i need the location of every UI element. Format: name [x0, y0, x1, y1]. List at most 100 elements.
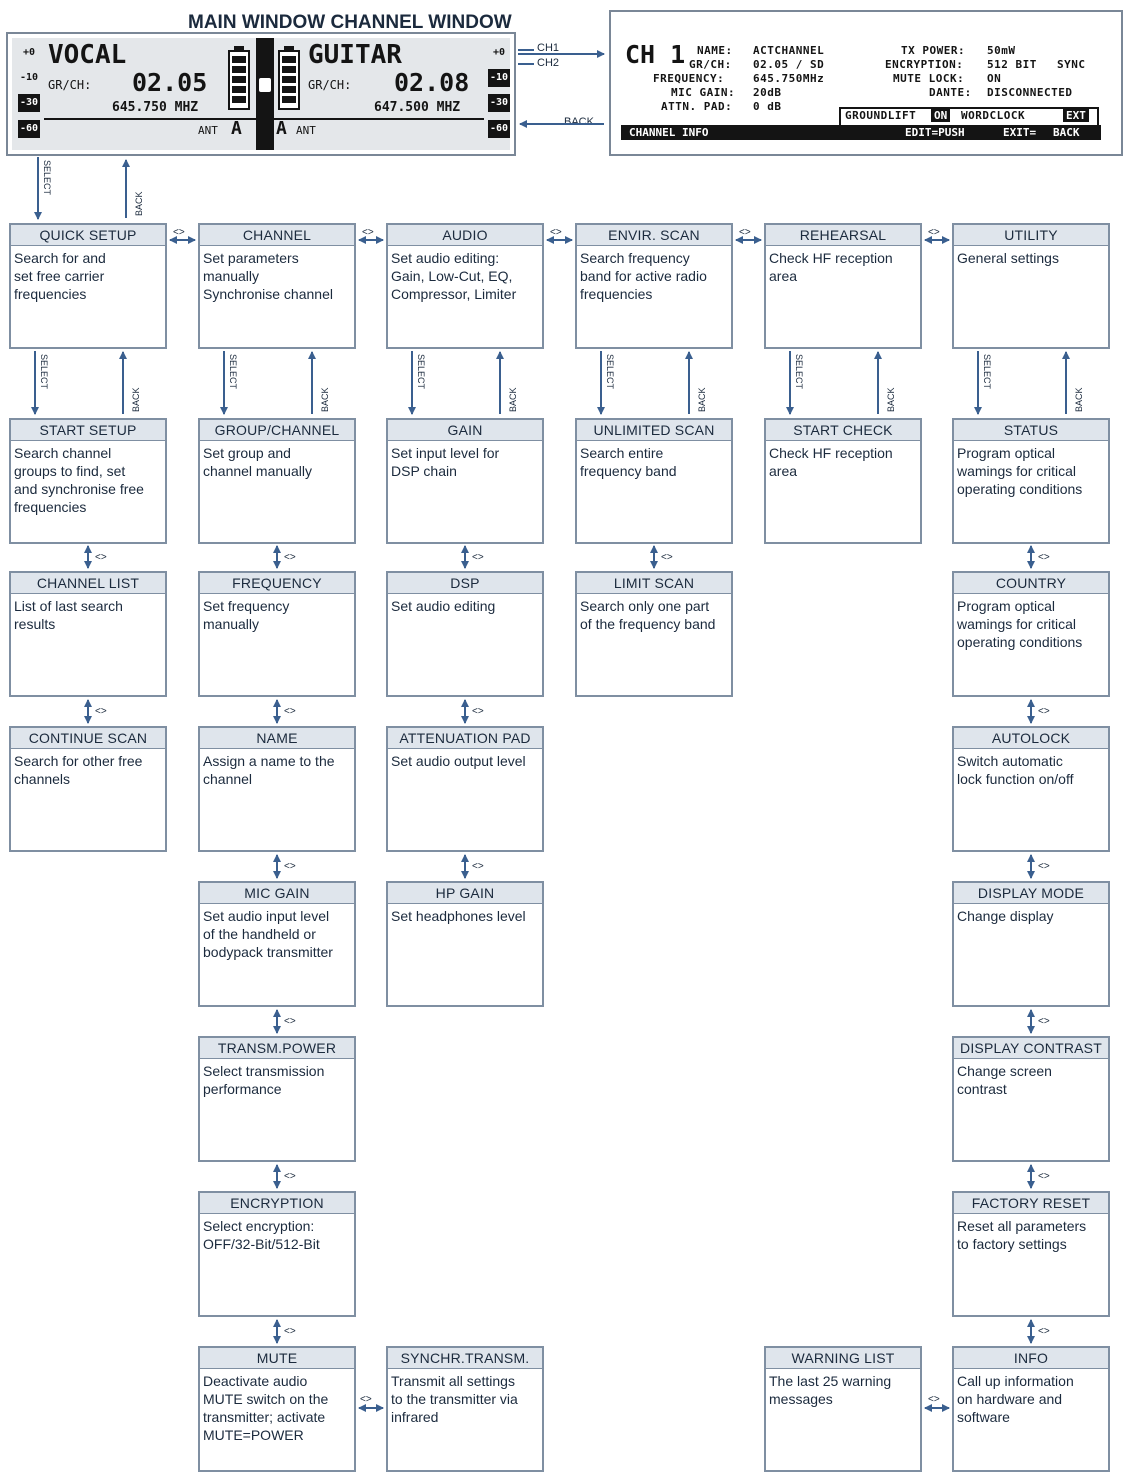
back-label: BACK — [320, 387, 330, 412]
right-scale-0: +0 — [488, 44, 510, 62]
channel-lcd-frequency-label: FREQUENCY: — [653, 72, 725, 85]
menu-box-description: Select encryption: OFF/32-Bit/512-Bit — [203, 1218, 320, 1252]
channel-lcd-footer — [621, 125, 1101, 140]
menu-box-title: ENCRYPTION — [200, 1193, 354, 1214]
menu-box-title: INFO — [954, 1348, 1108, 1369]
menu-box-title: START SETUP — [11, 420, 165, 441]
nav-mark: <> — [362, 227, 374, 238]
channel-lcd-frequency-value: 645.750MHz — [753, 72, 825, 85]
channel-lcd-encryption-label: ENCRYPTION: — [885, 58, 964, 71]
back-label: BACK — [697, 387, 707, 412]
menu-box-title: MIC GAIN — [200, 883, 354, 904]
menu-box-title: UTILITY — [954, 225, 1108, 246]
center-divider — [256, 38, 274, 150]
menu-box-channel-list: CHANNEL LIST List of last search results — [9, 571, 167, 697]
channel-lcd-groundlift: GROUNDLIFT — [845, 109, 917, 122]
channel-lcd-micgain-value: 20dB — [753, 86, 782, 99]
nav-mark: <> — [284, 706, 296, 717]
nav-mark: <> — [284, 861, 296, 872]
menu-box-description: Search only one part of the frequency ba… — [580, 598, 716, 632]
channel-lcd-mutelock-value: ON — [987, 72, 1002, 85]
right-scale-10: -10 — [488, 69, 510, 87]
right-ant-value: A — [276, 118, 287, 139]
right-underline — [274, 118, 484, 120]
right-grch-label: GR/CH: — [308, 78, 352, 92]
menu-box-encryption: ENCRYPTION Select encryption: OFF/32-Bit/… — [198, 1191, 356, 1317]
menu-box-description: List of last search results — [14, 598, 123, 632]
channel-lcd-footer-exit: EXIT= — [1003, 126, 1037, 139]
channel-lcd-footer-left: CHANNEL INFO — [629, 126, 709, 139]
right-channel-name: GUITAR — [308, 40, 402, 70]
menu-box-description: Select transmission performance — [203, 1063, 325, 1097]
menu-box-title: ENVIR. SCAN — [577, 225, 731, 246]
back-label: BACK — [886, 387, 896, 412]
channel-lcd-mutelock-label: MUTE LOCK: — [893, 72, 965, 85]
right-frequency: 647.500 MHZ — [374, 100, 461, 115]
menu-box-title: AUTOLOCK — [954, 728, 1108, 749]
menu-box-synchr-transm: SYNCHR.TRANSM.Transmit all settings to t… — [386, 1346, 544, 1472]
left-grch-label: GR/CH: — [48, 78, 92, 92]
diagram-title: MAIN WINDOW CHANNEL WINDOW — [188, 12, 512, 33]
menu-box-description: Set parameters manually Synchronise chan… — [203, 250, 333, 302]
menu-box-description: Program optical wamings for critical ope… — [957, 445, 1083, 497]
channel-lcd-attn-label: ATTN. PAD: — [661, 100, 733, 113]
right-scale-60: -60 — [488, 120, 510, 138]
menu-box-audio: AUDIO Set audio editing: Gain, Low-Cut, E… — [386, 223, 544, 349]
channel-lcd-name-label: NAME: — [697, 44, 733, 57]
menu-box-title: DISPLAY CONTRAST — [954, 1038, 1108, 1059]
nav-mark: <> — [928, 1394, 940, 1405]
nav-mark: <> — [472, 861, 484, 872]
channel-lcd-name-value: ACTCHANNEL — [753, 44, 825, 57]
channel-lcd-footer-edit: EDIT=PUSH — [905, 126, 965, 139]
menu-box-title: AUDIO — [388, 225, 542, 246]
right-grch-value: 02.08 — [394, 68, 470, 97]
menu-box-description: Search frequency band for active radio f… — [580, 250, 707, 302]
channel-lcd-groundlift-value: ON — [931, 109, 951, 122]
select-label: SELECT — [416, 354, 426, 390]
channel-lcd-txpower-label: TX POWER: — [901, 44, 966, 57]
menu-box-title: CONTINUE SCAN — [11, 728, 165, 749]
menu-box-title: WARNING LIST — [766, 1348, 920, 1369]
channel-lcd-grch-value: 02.05 / SD — [753, 58, 825, 71]
menu-box-description: Set audio output level — [391, 753, 526, 769]
main-window-display: +0 -10 -30 -60 VOCAL GR/CH: 02.05 645.75… — [6, 32, 516, 156]
nav-mark: <> — [472, 706, 484, 717]
left-scale-10: -10 — [18, 69, 40, 87]
channel-lcd-dante-value: DISCONNECTED — [987, 86, 1073, 99]
channel-lcd-title: CH 1 — [625, 40, 686, 69]
menu-box-title: CHANNEL — [200, 225, 354, 246]
menu-box-description: Check HF reception area — [769, 250, 893, 284]
menu-box-mute: MUTE Deactivate audio MUTE switch on the … — [198, 1346, 356, 1472]
menu-box-title: NAME — [200, 728, 354, 749]
channel-lcd-attn-value: 0 dB — [753, 100, 782, 113]
menu-box-title: LIMIT SCAN — [577, 573, 731, 594]
menu-box-description: General settings — [957, 250, 1059, 266]
back-label-top: BACK — [564, 116, 594, 128]
menu-box-description: Change display — [957, 908, 1054, 924]
left-ant-label: ANT — [198, 124, 218, 137]
nav-mark: <> — [1038, 1016, 1050, 1027]
menu-box-description: Check HF reception area — [769, 445, 893, 479]
menu-box-description: Transmit all settings to the transmitter… — [391, 1373, 518, 1425]
menu-box-title: CHANNEL LIST — [11, 573, 165, 594]
menu-box-title: MUTE — [200, 1348, 354, 1369]
nav-mark: <> — [95, 706, 107, 717]
channel-lcd-footer-back: BACK — [1053, 126, 1080, 139]
back-label: BACK — [131, 387, 141, 412]
select-label: SELECT — [982, 354, 992, 390]
menu-box-description: Set input level for DSP chain — [391, 445, 500, 479]
channel-lcd-wordclock: WORDCLOCK — [961, 109, 1026, 122]
menu-box-description: Deactivate audio MUTE switch on the tran… — [203, 1373, 329, 1443]
menu-box-description: Set audio editing: Gain, Low-Cut, EQ, Co… — [391, 250, 517, 302]
back-label: BACK — [508, 387, 518, 412]
menu-box-description: Set audio editing — [391, 598, 496, 614]
menu-box-title: DSP — [388, 573, 542, 594]
